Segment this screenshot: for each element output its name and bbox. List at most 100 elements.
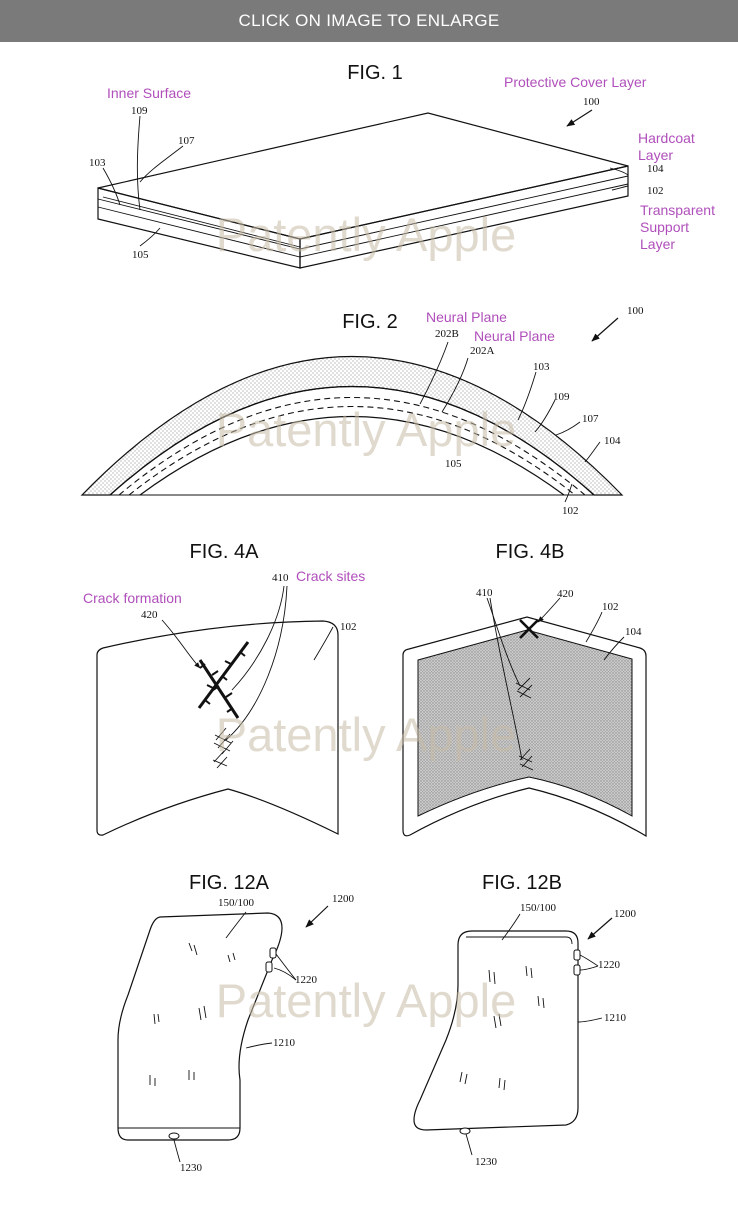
fig4b: FIG. 4B 410 420 102 104 bbox=[402, 541, 647, 838]
fig12a-leader-1220a bbox=[275, 953, 297, 981]
fig4a-ref-420: 420 bbox=[141, 609, 158, 621]
fig12b: FIG. 12B 150/100 1200 1220 1210 1230 bbox=[413, 872, 637, 1168]
fig1-ref-102: 102 bbox=[647, 185, 664, 197]
fig2: FIG. 2 100 202B 202A 103 109 107 104 105… bbox=[80, 305, 644, 517]
fig4a-leader-410b bbox=[225, 585, 288, 741]
fig12b-leader-1230 bbox=[465, 1133, 473, 1156]
fig2-ref-107: 107 bbox=[582, 413, 599, 425]
fig1-label-transparent-2: Support bbox=[640, 219, 689, 235]
fig4b-leader-104 bbox=[603, 636, 625, 661]
fig12b-port bbox=[459, 1127, 471, 1135]
fig1-ref-103: 103 bbox=[89, 157, 106, 169]
fig1-ref-100: 100 bbox=[583, 96, 600, 108]
fig1-leader-102 bbox=[611, 185, 629, 191]
fig12b-ref-1230: 1230 bbox=[475, 1156, 498, 1168]
fig4a-title: FIG. 4A bbox=[190, 541, 260, 563]
fig12a-title: FIG. 12A bbox=[189, 872, 270, 894]
fig4b-ref-410: 410 bbox=[476, 587, 493, 599]
fig2-ref-100: 100 bbox=[627, 305, 644, 317]
fig4b-crack-sites bbox=[515, 677, 534, 771]
fig4a-ref-102: 102 bbox=[340, 621, 357, 633]
fig12a: FIG. 12A 150/100 1200 1220 1210 1230 bbox=[117, 872, 355, 1174]
fig1-label-hardcoat-1: Hardcoat bbox=[638, 130, 695, 146]
fig4b-ref-420: 420 bbox=[557, 588, 574, 600]
fig4a-ref-410: 410 bbox=[272, 572, 289, 584]
fig4a-substrate bbox=[96, 620, 339, 836]
fig1-hardcoat-line bbox=[97, 175, 629, 250]
fig2-title: FIG. 2 bbox=[342, 311, 398, 333]
fig4a-leader-420 bbox=[161, 619, 201, 669]
fig1-label-hardcoat-2: Layer bbox=[638, 147, 673, 163]
fig2-label-neural-plane-a: Neural Plane bbox=[474, 328, 555, 344]
fig2-leader-202A bbox=[441, 357, 469, 413]
fig2-neural-plane-b bbox=[118, 396, 586, 496]
fig1: FIG. 1 109 107 103 100 104 102 105 Inner… bbox=[89, 62, 715, 269]
fig4b-ref-104: 104 bbox=[625, 626, 642, 638]
fig12a-leader-1210 bbox=[245, 1042, 273, 1049]
fig12a-arrow-1200 bbox=[305, 905, 329, 928]
fig4b-leader-410b bbox=[489, 597, 523, 761]
fig1-label-protective-cover: Protective Cover Layer bbox=[504, 74, 647, 90]
fig2-leader-104 bbox=[584, 441, 601, 463]
fig2-ref-202B: 202B bbox=[435, 328, 459, 340]
fig1-leader-104 bbox=[609, 167, 629, 176]
fig4a-label-crack-sites: Crack sites bbox=[296, 568, 365, 584]
fig12b-leader-1210 bbox=[577, 1017, 603, 1023]
fig4a-leader-410a bbox=[231, 585, 285, 691]
fig12a-ref-1220: 1220 bbox=[295, 974, 318, 986]
fig12b-device-edge bbox=[466, 936, 573, 945]
enlarge-banner[interactable]: CLICK ON IMAGE TO ENLARGE bbox=[0, 0, 738, 42]
fig2-label-neural-plane-b: Neural Plane bbox=[426, 309, 507, 325]
fig12a-ref-1200: 1200 bbox=[332, 893, 355, 905]
fig12b-ref-150: 150/100 bbox=[520, 902, 557, 914]
fig12b-buttons bbox=[573, 949, 581, 976]
fig12b-ref-1210: 1210 bbox=[604, 1012, 627, 1024]
fig1-label-inner-surface: Inner Surface bbox=[107, 85, 191, 101]
fig4b-leader-420 bbox=[537, 597, 561, 623]
fig4a: FIG. 4A 420 410 102 Crack formation Crac… bbox=[83, 541, 365, 836]
fig4a-crack-sites bbox=[212, 727, 234, 769]
fig2-support-outer bbox=[109, 386, 595, 496]
fig1-ref-105: 105 bbox=[132, 249, 149, 261]
fig4b-crack-formation bbox=[519, 619, 539, 639]
fig12b-ref-1220: 1220 bbox=[598, 959, 621, 971]
fig1-leader-107 bbox=[139, 145, 184, 183]
fig2-inner-surface bbox=[139, 416, 565, 496]
fig1-inner-line bbox=[102, 196, 301, 248]
fig1-ref-109: 109 bbox=[131, 105, 148, 117]
fig12a-ref-150: 150/100 bbox=[218, 897, 255, 909]
fig2-ref-202A: 202A bbox=[470, 345, 495, 357]
fig1-support-line bbox=[97, 183, 629, 258]
fig12b-arrow-1200 bbox=[587, 917, 613, 940]
fig1-title: FIG. 1 bbox=[347, 62, 403, 84]
fig2-ref-102: 102 bbox=[562, 505, 579, 517]
fig12a-ref-1230: 1230 bbox=[180, 1162, 203, 1174]
fig2-neural-plane-a bbox=[128, 406, 576, 496]
fig1-leader-103 bbox=[102, 167, 121, 206]
fig4a-label-crack-formation: Crack formation bbox=[83, 590, 182, 606]
fig4b-substrate bbox=[402, 616, 647, 838]
fig1-ref-104: 104 bbox=[647, 163, 664, 175]
fig2-ref-109: 109 bbox=[553, 391, 570, 403]
fig12b-title: FIG. 12B bbox=[482, 872, 562, 894]
fig12a-leader-1230 bbox=[173, 1139, 181, 1163]
fig12b-leader-1220a bbox=[579, 954, 599, 967]
fig1-label-transparent-1: Transparent bbox=[640, 202, 715, 218]
watermark-3: Patently Apple bbox=[216, 708, 517, 761]
fig12b-leader-150 bbox=[501, 913, 521, 941]
fig2-leader-102 bbox=[564, 483, 573, 503]
fig12b-ref-1200: 1200 bbox=[614, 908, 637, 920]
fig4b-ref-102: 102 bbox=[602, 601, 619, 613]
fig1-side-face bbox=[299, 165, 629, 269]
watermark-2: Patently Apple bbox=[216, 403, 517, 456]
fig2-ref-103: 103 bbox=[533, 361, 550, 373]
watermark-4: Patently Apple bbox=[216, 974, 517, 1027]
fig2-ref-105: 105 bbox=[445, 458, 462, 470]
fig1-leader-109 bbox=[136, 115, 141, 211]
fig1-leader-105 bbox=[139, 227, 161, 247]
patent-figure-sheet[interactable]: FIG. 1 109 107 103 100 104 102 105 Inner… bbox=[0, 42, 738, 1207]
fig1-ref-107: 107 bbox=[178, 135, 195, 147]
fig4a-leader-102 bbox=[313, 626, 334, 661]
fig12a-buttons bbox=[265, 947, 277, 973]
fig12a-port bbox=[168, 1132, 180, 1140]
